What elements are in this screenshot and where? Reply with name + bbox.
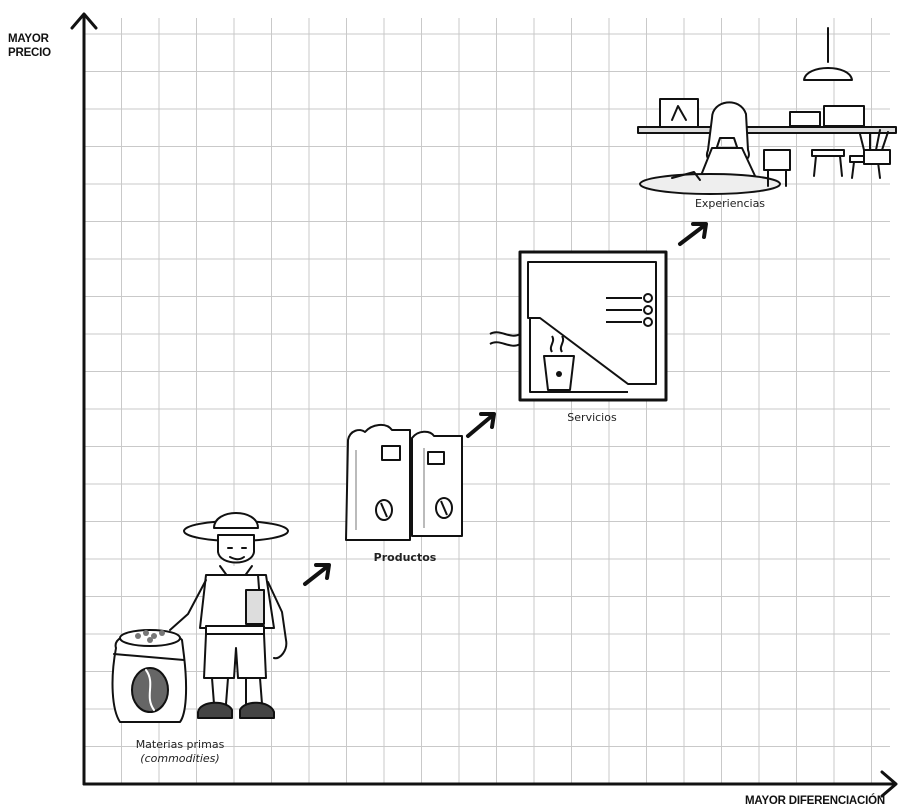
x-axis-title: MAYOR DIFERENCIACIÓN xyxy=(745,794,885,808)
coffee-machine-icon xyxy=(490,252,666,400)
y-axis-title-line1: MAYOR xyxy=(8,32,51,46)
cafe-scene-icon xyxy=(638,28,896,194)
stage-sublabel-commodities: (commodities) xyxy=(140,752,219,765)
farmer-with-coffee-sack-icon xyxy=(113,513,288,722)
arrow-icon xyxy=(468,414,494,436)
stage-label-productos: Productos xyxy=(374,551,437,564)
stage-label-materias-primas: Materias primas xyxy=(136,738,225,751)
y-axis-title: MAYOR PRECIO xyxy=(8,32,51,60)
y-axis-title-line2: PRECIO xyxy=(8,46,51,60)
stage-label-experiencias: Experiencias xyxy=(695,197,765,210)
stage-label-servicios: Servicios xyxy=(567,411,617,424)
coffee-bags-icon xyxy=(346,425,462,540)
